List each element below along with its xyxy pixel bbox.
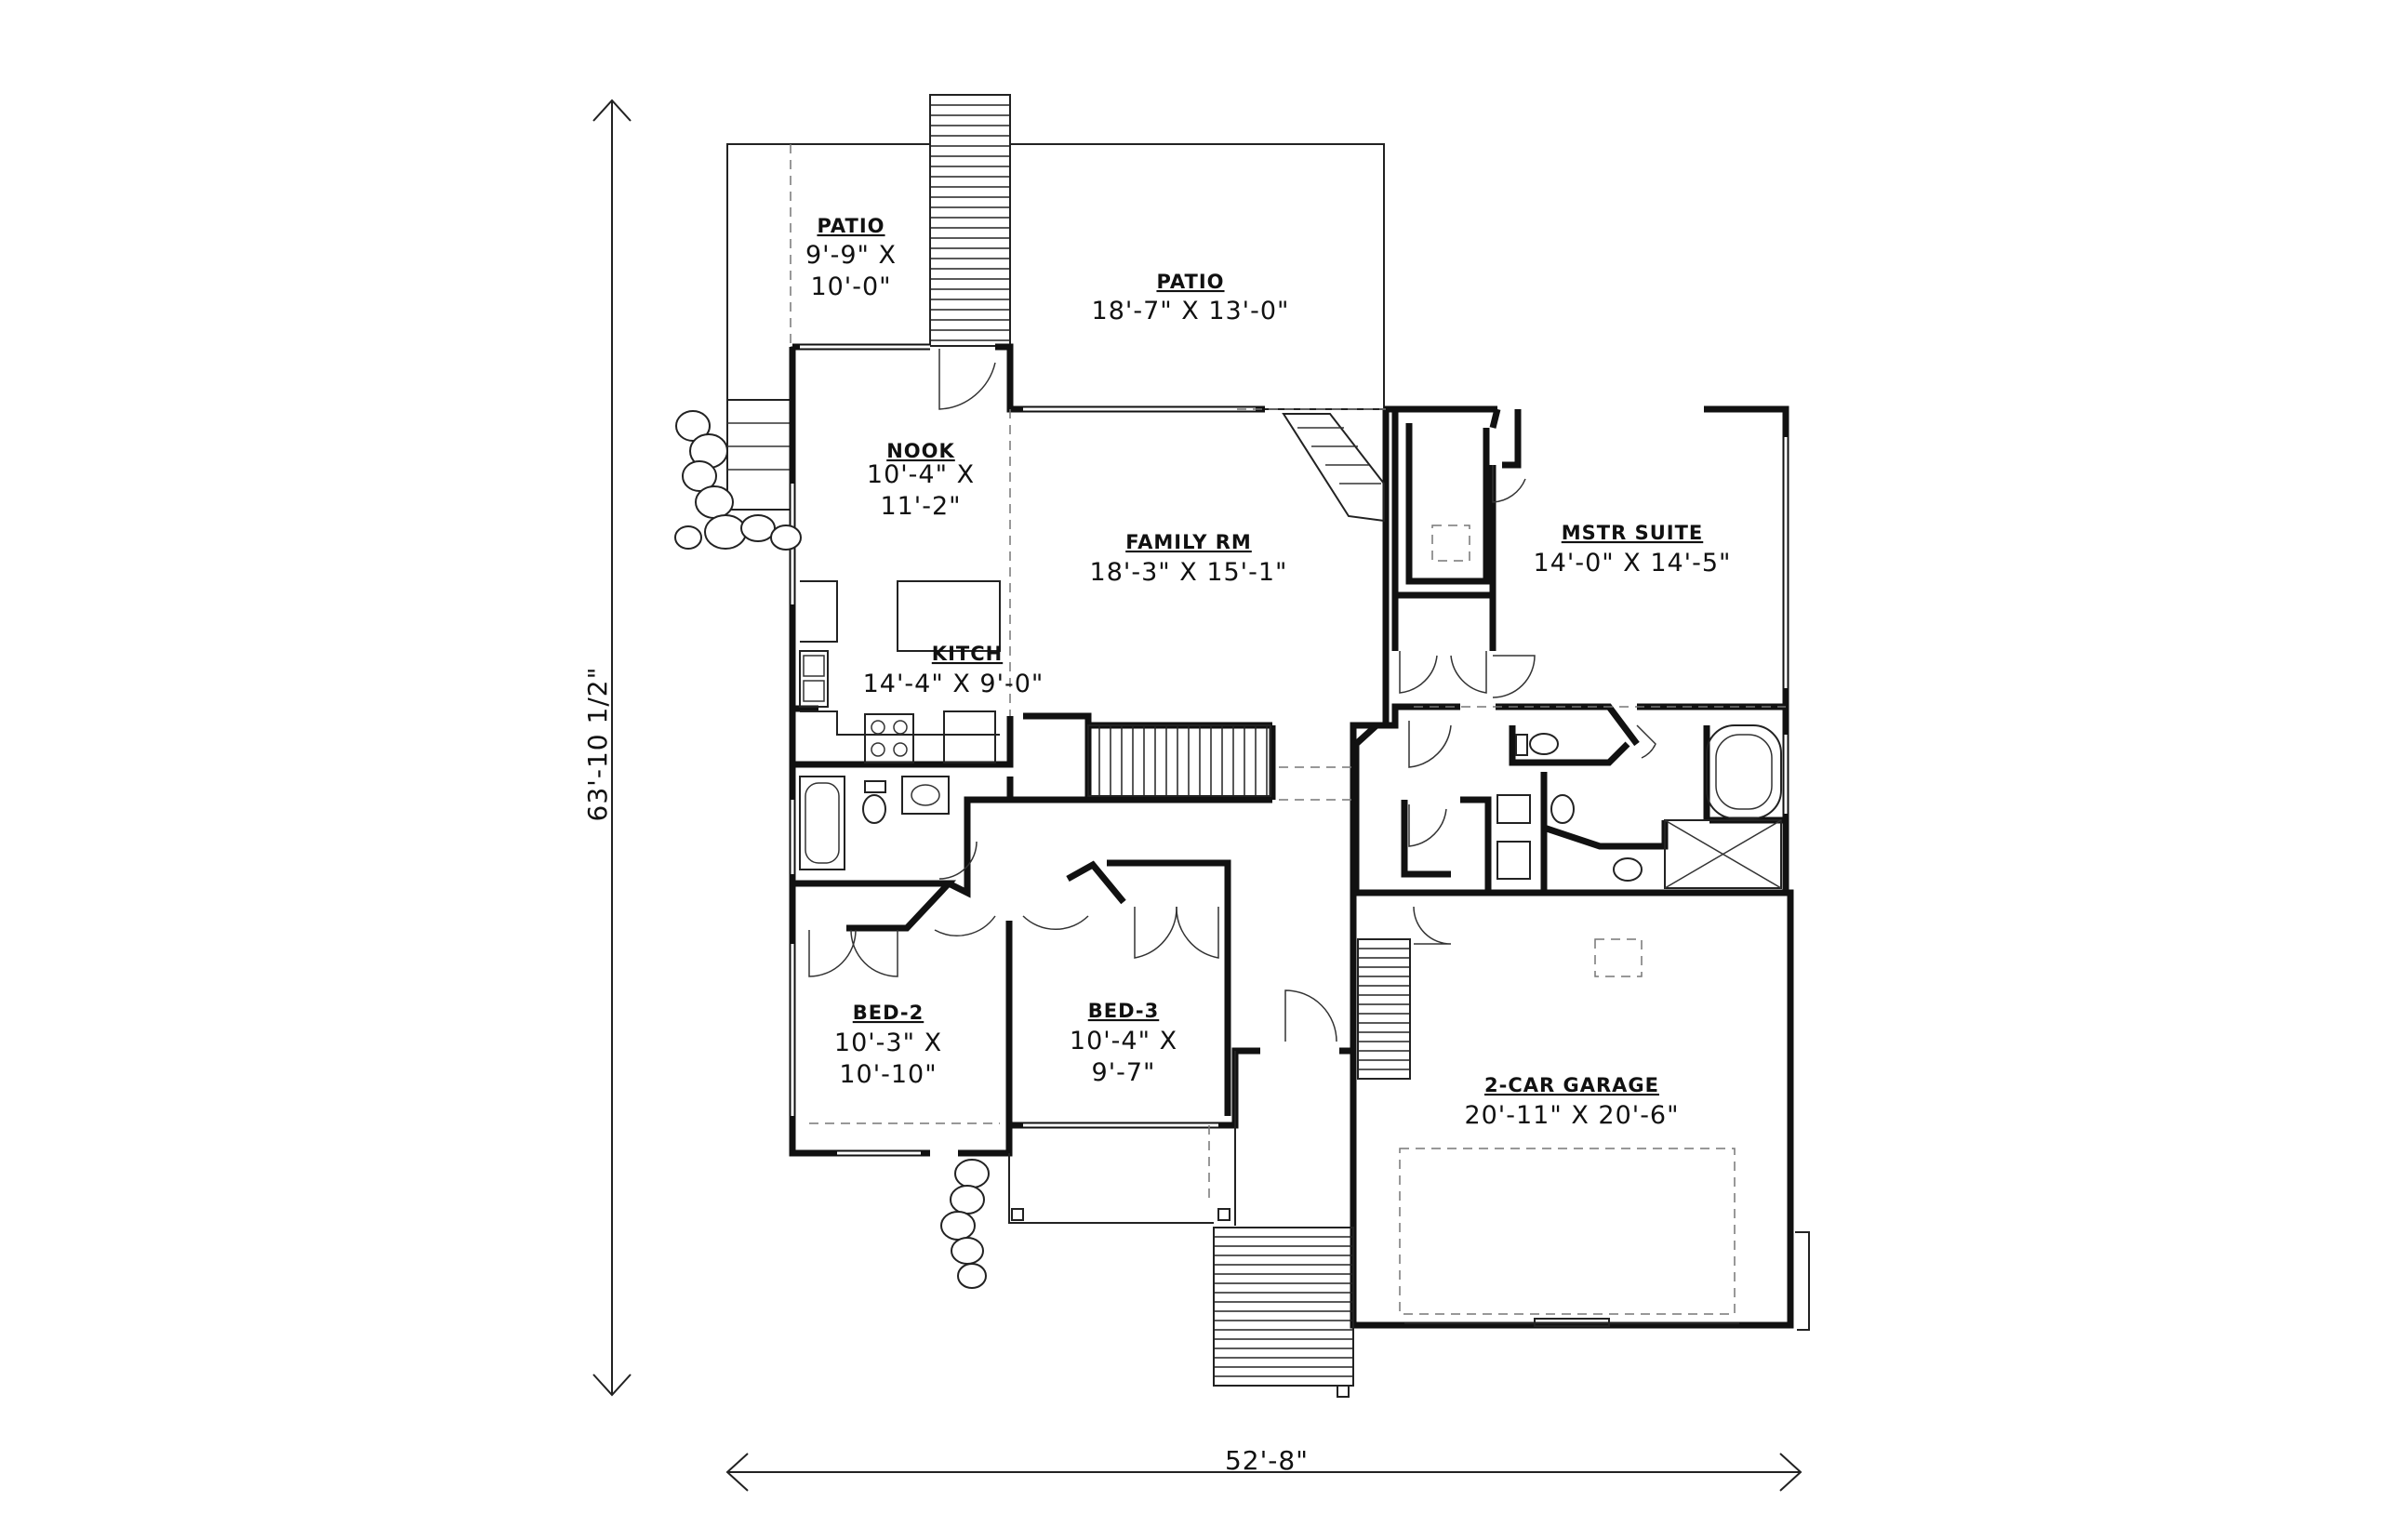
depth-dimension: 63'-10 1/2" (582, 99, 632, 1397)
room-label-family: FAMILY RM 18'-3" X 15'-1" (1090, 531, 1288, 587)
dashed-lines (809, 408, 1786, 1315)
room-name: KITCH (932, 643, 1003, 665)
room-dim: 14'-4" X 9'-0" (863, 670, 1044, 698)
room-name: PATIO (817, 215, 885, 237)
room-dim: 10'-10" (839, 1060, 937, 1089)
width-dimension-label: 52'-8" (1225, 1445, 1309, 1476)
room-label-patio-large: PATIO 18'-7" X 13'-0" (1092, 271, 1290, 325)
room-label-patio-small: PATIO 9'-9" X 10'-0" (805, 215, 897, 301)
room-label-garage: 2-CAR GARAGE 20'-11" X 20'-6" (1464, 1074, 1679, 1130)
room-label-bed2: BED-2 10'-3" X 10'-10" (834, 1002, 942, 1089)
patio-outlines (726, 143, 1385, 510)
nook-side-steps (726, 399, 793, 511)
tub (799, 776, 845, 870)
garage-stairs (1357, 938, 1411, 1080)
diagonal-stairs (1282, 413, 1385, 523)
depth-dimension-label: 63'-10 1/2" (582, 667, 613, 822)
room-dim: 18'-3" X 15'-1" (1090, 558, 1288, 587)
rear-stairs (929, 94, 1011, 347)
room-dim: 18'-7" X 13'-0" (1092, 297, 1290, 325)
room-name: BED-3 (1088, 1000, 1160, 1022)
master-bath-fixtures (1431, 524, 1782, 889)
kitchen-fixtures (799, 580, 1001, 763)
room-dim: 14'-0" X 14'-5" (1534, 549, 1732, 578)
front-stairs (1213, 1227, 1354, 1387)
master-toilet (1529, 733, 1559, 755)
room-name: PATIO (1156, 271, 1224, 293)
door-swings (808, 349, 1656, 1042)
toilet (862, 794, 886, 824)
width-dimension: 52'-8" (725, 1445, 1802, 1492)
kitchen-range (864, 713, 914, 763)
room-dim: 10'-4" X (1070, 1027, 1177, 1055)
room-dim: 9'-7" (1092, 1058, 1156, 1087)
landscape-rocks (674, 410, 990, 1289)
fridge (943, 710, 996, 763)
room-dim: 10'-0" (810, 272, 891, 301)
room-label-kitchen: KITCH 14'-4" X 9'-0" (863, 643, 1044, 698)
garage-door-track (1404, 1231, 1810, 1331)
room-dim: 11'-2" (880, 492, 961, 521)
kitchen-island (897, 580, 1001, 652)
room-label-bed3: BED-3 10'-4" X 9'-7" (1070, 1000, 1177, 1087)
room-name: FAMILY RM (1125, 531, 1252, 553)
bath2-sink (901, 776, 950, 815)
room-label-nook: NOOK 10'-4" X 11'-2" (867, 440, 975, 521)
room-name: NOOK (886, 440, 955, 462)
room-name: MSTR SUITE (1562, 522, 1704, 544)
master-tub (1706, 724, 1782, 819)
room-dim: 10'-3" X (834, 1029, 942, 1057)
room-dim: 20'-11" X 20'-6" (1464, 1101, 1679, 1130)
interior-stairs (1087, 724, 1271, 797)
front-porch (1008, 1051, 1350, 1398)
windows (791, 345, 1788, 1155)
room-name: 2-CAR GARAGE (1484, 1074, 1659, 1096)
room-label-master: MSTR SUITE 14'-0" X 14'-5" (1534, 522, 1732, 578)
room-dim: 9'-9" X (805, 241, 897, 270)
room-dim: 10'-4" X (867, 460, 975, 489)
bath2-fixtures (799, 776, 950, 870)
room-name: BED-2 (853, 1002, 924, 1024)
